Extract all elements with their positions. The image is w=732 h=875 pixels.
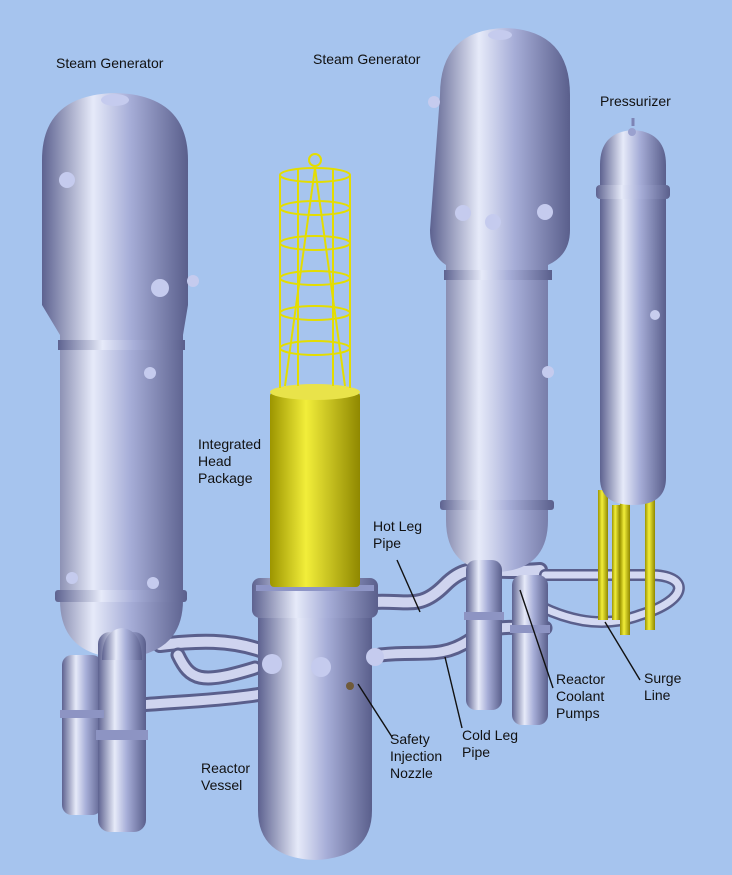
label-line: Cold Leg [462,727,519,743]
label-integrated-head-package: Integrated Head Package [198,436,261,487]
integrated-head-package [270,153,360,587]
label-pressurizer: Pressurizer [600,93,671,109]
label-line: Pipe [462,744,491,760]
reactor-vessel [252,578,384,860]
label-line: Coolant [556,688,605,704]
label-line: Reactor [556,671,606,687]
label-line: Line [644,687,671,703]
label-line: Injection [390,748,443,764]
label-surge-line: Surge Line [644,670,681,704]
label-line: Pipe [373,535,402,551]
label-reactor-vessel: Reactor Vessel [201,760,250,794]
leader-lines [357,559,641,738]
label-reactor-coolant-pumps: Reactor Coolant Pumps [556,671,605,722]
reactor-coolant-pumps-right [464,560,550,725]
label-line: Package [198,470,253,486]
label-line: Safety [390,731,430,747]
label-steam-generator-right: Steam Generator [313,51,421,67]
label-line: Pumps [556,705,600,721]
label-line: Nozzle [390,765,433,781]
label-line: Surge [644,670,682,686]
label-steam-generator-left: Steam Generator [56,55,164,71]
label-line: Vessel [201,777,243,793]
label-hot-leg-pipe: Hot Leg Pipe [373,518,422,552]
steam-generator-left [42,93,199,658]
label-line: Reactor [201,760,251,776]
pressurizer [596,118,670,505]
pressurizer-supports [598,490,655,635]
reactor-coolant-pumps-left [60,628,148,832]
label-line: Integrated [198,436,262,452]
label-line: Hot Leg [373,518,423,534]
label-safety-injection-nozzle: Safety Injection Nozzle [390,731,442,782]
steam-generator-right [428,28,570,572]
label-line: Head [198,453,232,469]
label-cold-leg-pipe: Cold Leg Pipe [462,727,518,761]
